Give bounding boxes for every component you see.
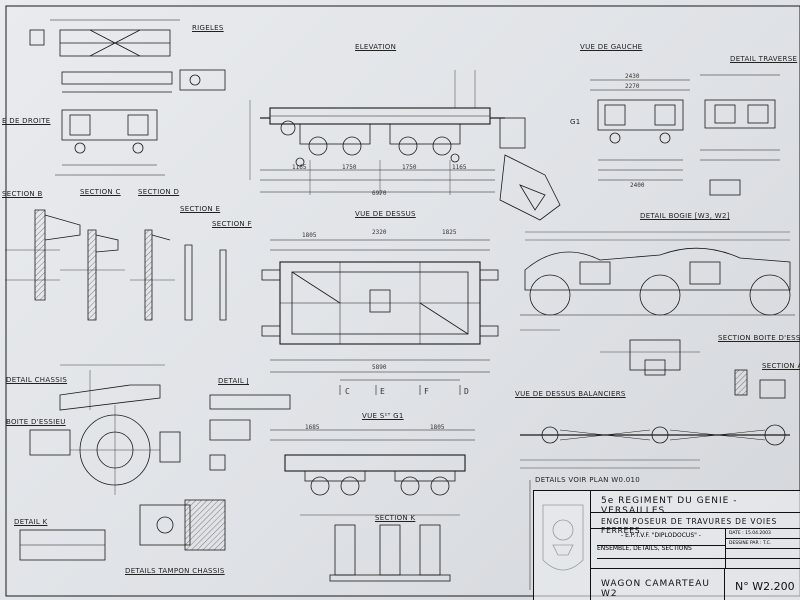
detail-chassis-view [59, 364, 165, 411]
vue-de-droite [55, 109, 165, 176]
dim-dessus-1805: 1805 [302, 232, 317, 239]
vue-de-dessus-view [261, 239, 499, 395]
wagon-name: WAGON CAMARTEAU W2 [591, 569, 725, 600]
detail-bogie-view [520, 231, 795, 331]
label-detail-j: DETAIL J [218, 377, 249, 385]
section-letter-e: E [380, 387, 385, 396]
label-detail-traverse: DETAIL TRAVERSE [730, 55, 798, 63]
engin-title: ENGIN POSEUR DE TRAVURES DE VOIES FERREE… [591, 513, 800, 535]
dim-gauche-2270: 2270 [625, 83, 640, 90]
section-profiles [5, 209, 227, 321]
dim-elevation-1165: 1165 [292, 164, 307, 171]
label-section-k: SECTION K [375, 514, 416, 522]
label-vue-dessus-balanciers: VUE DE DESSUS BALANCIERS [515, 390, 626, 398]
elevation-view [249, 70, 505, 195]
title-side-table: DATE : 15.04.2003 DESSINE PAR : T.C. [725, 529, 800, 569]
section-letter-c: C [345, 387, 350, 396]
label-g1: G1 [570, 118, 581, 126]
detail-j-view [209, 394, 291, 471]
label-section-c: SECTION C [80, 188, 121, 196]
label-section-b: SECTION B [2, 190, 43, 198]
title-block: 5e REGIMENT DU GENIE - VERSAILLES ENGIN … [533, 490, 800, 600]
dim-elevation-1750b: 1750 [402, 164, 417, 171]
title-subrows: - E.P.T.V.F. "DIPLODOCUS" - ENSEMBLE, DE… [591, 529, 725, 569]
side-row: DATE : 15.04.2003 [726, 529, 800, 539]
label-details-tampon-chassis: DETAILS TAMPON CHASSIS [125, 567, 225, 575]
ensemble-label: ENSEMBLE, DETAILS, SECTIONS [597, 542, 725, 559]
label-section-d: SECTION D [138, 188, 180, 196]
label-elevation: ELEVATION [355, 43, 397, 51]
label-rigeles: RIGELES [192, 24, 224, 32]
label-boite-essieu: BOITE D'ESSIEU [6, 418, 66, 426]
label-section-e: SECTION E [180, 205, 221, 213]
label-section-boite-essieu: SECTION BOITE D'ESSIEU [718, 334, 800, 342]
section-letter-d: D [464, 387, 469, 396]
side-row [726, 549, 800, 559]
label-vue-de-dessus: VUE DE DESSUS [355, 210, 416, 218]
detail-k-view [19, 499, 226, 561]
dim-elevation-1165b: 1165 [452, 164, 467, 171]
dim-dessus-2320: 2320 [372, 229, 387, 236]
regiment-title: 5e REGIMENT DU GENIE - VERSAILLES [591, 491, 800, 516]
eptvf-name: - E.P.T.V.F. "DIPLODOCUS" - [597, 529, 725, 546]
label-details-voir-plan: DETAILS VOIR PLAN W0.010 [535, 476, 640, 484]
rigeles-view [29, 19, 226, 93]
side-row [726, 559, 800, 569]
dim-g1-1805: 1805 [430, 424, 445, 431]
label-vue-de-gauche: VUE DE GAUCHE [580, 43, 643, 51]
label-vue-st-g1: VUE S¹ᵀ G1 [362, 412, 404, 420]
side-row: DESSINE PAR : T.C. [726, 539, 800, 549]
drawing-number: N° W2.200 [735, 580, 795, 593]
balanciers-view [520, 424, 790, 469]
dim-dessus-1825: 1825 [442, 229, 457, 236]
label-detail-chassis: DETAIL CHASSIS [6, 376, 68, 384]
vue-de-gauche-view [590, 79, 690, 181]
section-boite-essieu-view [600, 339, 786, 399]
label-vue-de-droite: E DE DROITE [2, 117, 51, 125]
detail-traverse-view [700, 74, 780, 196]
label-section-f: SECTION F [212, 220, 252, 228]
section-k-view [300, 514, 460, 582]
cross-section-detail [499, 117, 561, 221]
dim-dessus-5890: 5890 [372, 364, 387, 371]
dim-gauche-2430: 2430 [625, 73, 640, 80]
dim-elevation-1750a: 1750 [342, 164, 357, 171]
vue-st-g1-view [270, 429, 475, 496]
label-detail-bogie: DETAIL BOGIE [W3, W2] [640, 212, 730, 220]
dim-gauche-2400: 2400 [630, 182, 645, 189]
dim-g1-1685: 1685 [305, 424, 320, 431]
dim-elevation-total: 6970 [372, 190, 387, 197]
boite-essieu-view [29, 405, 181, 495]
label-section-a: SECTION A [762, 362, 800, 370]
label-detail-k: DETAIL K [14, 518, 48, 526]
title-block-logo [534, 491, 591, 600]
section-letter-f: F [424, 387, 429, 396]
